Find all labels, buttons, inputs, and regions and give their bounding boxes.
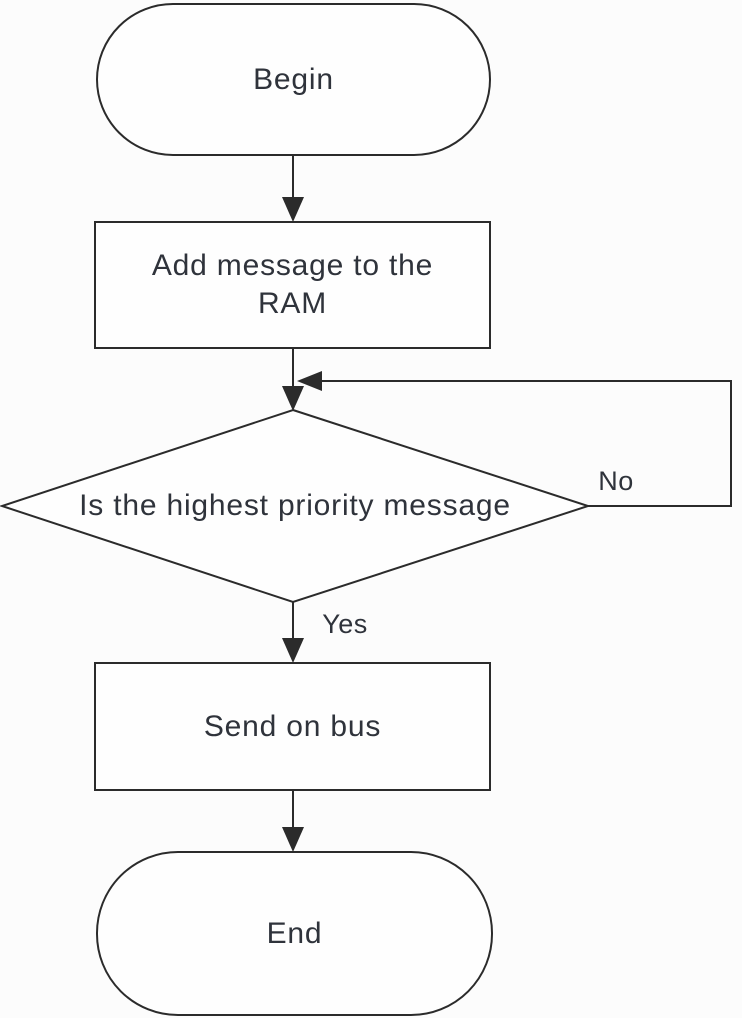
yes-edge-label: Yes [322, 608, 368, 639]
no-edge-label: No [598, 465, 634, 496]
decision-label: Is the highest priority message [79, 489, 511, 522]
arrowhead-decision-to-send [282, 638, 304, 663]
add-message-label-line2: RAM [257, 287, 328, 320]
end-label: End [266, 916, 323, 950]
edge-no-loop [303, 380, 732, 507]
add-message-label-line1: Add message to the [151, 249, 434, 282]
add-message-label: Add message to the RAM [95, 222, 490, 348]
arrowhead-add-to-decision [282, 386, 304, 411]
begin-label: Begin [253, 62, 334, 96]
arrowhead-send-to-end [282, 827, 304, 852]
arrowhead-begin-to-add [282, 197, 304, 222]
send-on-bus-label: Send on bus [203, 709, 382, 743]
process-add-message-shape [94, 221, 491, 349]
arrowhead-no-loop [297, 371, 322, 391]
process-send-shape [94, 662, 491, 791]
terminator-end-shape [96, 851, 493, 1016]
